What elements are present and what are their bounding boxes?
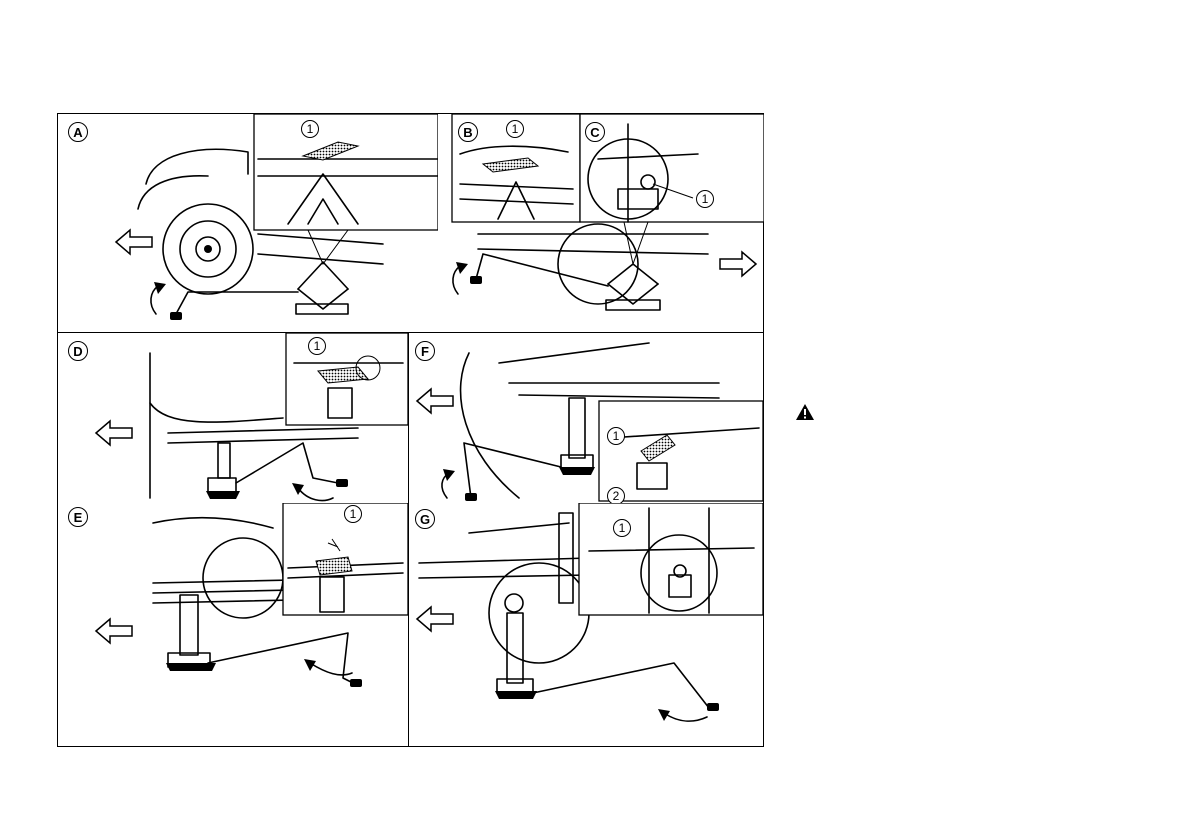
callout-1: 1 [506, 120, 524, 138]
panel-label-c: C [585, 122, 605, 142]
panel-label-f: F [415, 341, 435, 361]
panel-label-e: E [68, 507, 88, 527]
panel-label-b: B [458, 122, 478, 142]
panel-label-d: D [68, 341, 88, 361]
jacking-diagram: A 1 [57, 113, 764, 747]
panel-a: A 1 [58, 114, 438, 332]
callout-1: 1 [308, 337, 326, 355]
rotation-arrow-icon [310, 663, 352, 675]
panel-g: G 1 [409, 503, 763, 746]
rotation-arrow-icon [664, 713, 707, 721]
panel-f: F 1 2 [409, 333, 763, 503]
callout-2: 2 [607, 487, 625, 503]
rotation-arrow-icon [298, 488, 333, 501]
callout-1: 1 [301, 120, 319, 138]
callout-1: 1 [696, 190, 714, 208]
callout-1: 1 [344, 505, 362, 523]
panel-d: D 1 [58, 333, 408, 503]
panel-label-a: A [68, 122, 88, 142]
panel-bc: B 1 C 1 [438, 114, 764, 332]
panel-e: E 1 [58, 503, 408, 746]
callout-1: 1 [613, 519, 631, 537]
warning-triangle-icon [796, 404, 814, 420]
callout-1: 1 [607, 427, 625, 445]
panel-label-g: G [415, 509, 435, 529]
